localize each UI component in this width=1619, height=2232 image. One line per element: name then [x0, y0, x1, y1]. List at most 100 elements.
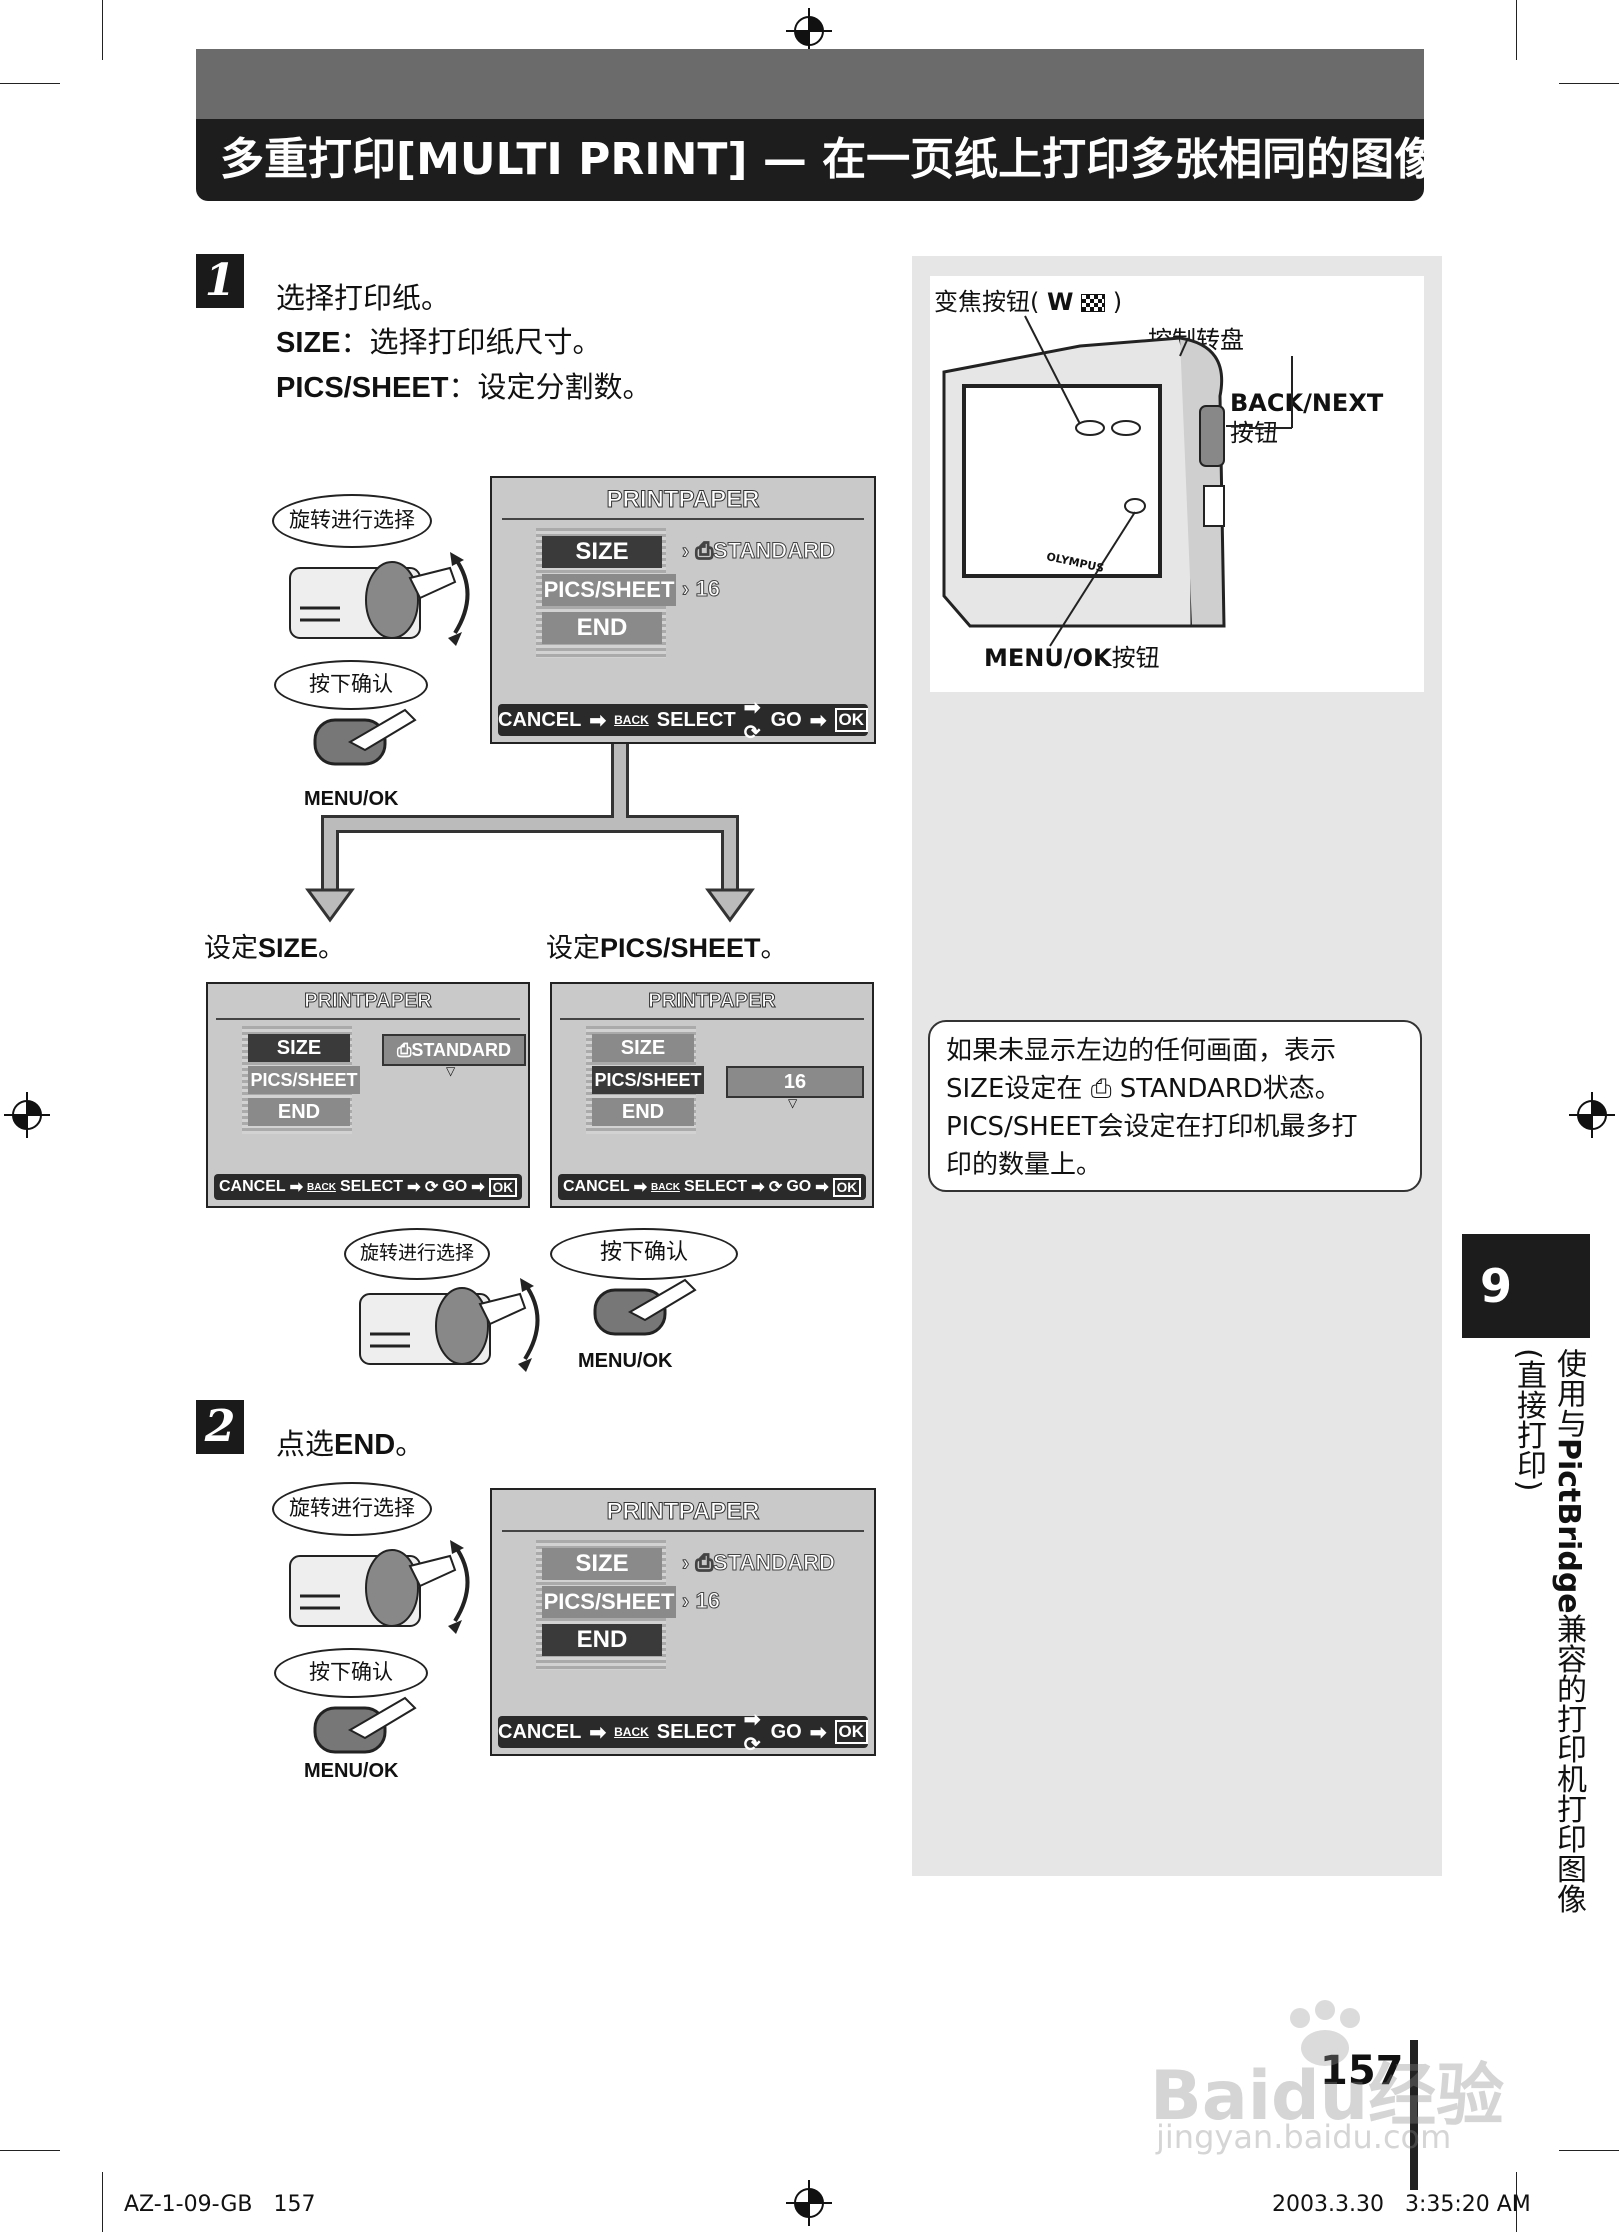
screen-title: PRINTPAPER: [606, 1498, 760, 1526]
footer-ok: OK: [834, 708, 868, 732]
press-bubble: 按下确认: [550, 1228, 738, 1280]
screen-divider: [216, 1018, 520, 1020]
rotate-bubble: 旋转进行选择: [272, 494, 432, 548]
registration-mark: [786, 8, 832, 54]
control-illustration: 旋转进行选择 按下确认 MENU/OK: [270, 1476, 480, 1806]
footer-select: SELECT: [339, 1178, 404, 1195]
footer-go: GO: [770, 708, 802, 731]
keyword: W: [1047, 288, 1074, 316]
text: SIZE设定在: [946, 1074, 1083, 1104]
step1-line: 选择打印纸。: [276, 281, 451, 315]
arrow-icon: ➡ ⟳: [743, 1709, 761, 1756]
text: 使用与: [1551, 1348, 1586, 1438]
crop-mark: [102, 0, 103, 60]
footer-cancel: CANCEL: [218, 1178, 286, 1195]
press-bubble: 按下确认: [274, 1648, 428, 1698]
menu-item-size: SIZE: [542, 536, 662, 568]
step-number: 2: [196, 1400, 244, 1454]
arrow-icon: ➡: [809, 1721, 827, 1744]
screen-divider: [502, 518, 864, 520]
note-line: SIZE设定在 ⎙ STANDARD状态。: [946, 1070, 1404, 1108]
chapter-tab: 9: [1462, 1234, 1590, 1338]
down-triangle-icon: ▽: [446, 1064, 456, 1078]
camera-icon: [942, 315, 1293, 647]
size-value: › ⎙STANDARD: [682, 1550, 836, 1576]
text: ：设定分割数。: [448, 370, 652, 404]
footer-select: SELECT: [656, 708, 736, 731]
text: ): [1112, 288, 1123, 316]
branch-label-size: 设定SIZE。: [204, 926, 345, 971]
screen-footer: CANCEL➡ BACK SELECT➡ ⟳ GO➡ OK: [214, 1174, 522, 1200]
screen-footer: CANCEL➡ BACK SELECT➡ ⟳ GO➡ OK: [498, 697, 868, 744]
pics-value: › 16: [682, 1588, 721, 1614]
screen-divider: [502, 1530, 864, 1532]
menu-item-size: SIZE: [592, 1034, 694, 1062]
menu-ok-caption: MENU/OK: [304, 1760, 399, 1782]
menu-ok-caption: MENU/OK: [304, 788, 399, 810]
menu-item-end: END: [542, 1624, 662, 1656]
text: 。: [318, 933, 346, 964]
arrow-icon: ➡ ⟳: [743, 697, 761, 744]
footer-ok: OK: [488, 1177, 518, 1197]
text: 设定: [204, 933, 258, 964]
footer-go: GO: [770, 1720, 802, 1743]
text: STANDARD状态。: [1119, 1074, 1341, 1104]
keyword: PICS/SHEET: [276, 372, 449, 404]
arrow-icon: ➡: [589, 1721, 607, 1744]
press-bubble: 按下确认: [274, 660, 428, 710]
screen-footer: CANCEL➡ BACK SELECT➡ ⟳ GO➡ OK: [498, 1709, 868, 1756]
pics-value: › 16: [682, 576, 721, 602]
footer-cancel: CANCEL: [498, 708, 582, 731]
footer-back: BACK: [614, 1725, 649, 1739]
footer-left: AZ-1-09-GB 157: [124, 2192, 316, 2217]
screen-title: PRINTPAPER: [606, 486, 760, 514]
arrow-icon: ➡: [289, 1179, 304, 1196]
text: 兼容的打印机打印图像: [1551, 1613, 1586, 1914]
checker-icon: [1081, 294, 1106, 312]
header-band: [196, 49, 1424, 119]
text: 按钮: [1230, 419, 1278, 447]
keyword: PICS/SHEET: [600, 933, 761, 963]
text: 点选: [276, 1427, 335, 1461]
step1-instructions: 选择打印纸。 SIZE：选择打印纸尺寸。 PICS/SHEET：设定分割数。: [276, 276, 876, 410]
arrow-icon: ➡ ⟳: [751, 1179, 783, 1196]
note-line: 如果未显示左边的任何画面，表示: [946, 1036, 1337, 1066]
pics-value-text: 16: [695, 1588, 721, 1614]
page-header: 多重打印[MULTI PRINT] — 在一页纸上打印多张相同的图像: [196, 49, 1424, 201]
screen-footer: CANCEL➡ BACK SELECT➡ ⟳ GO➡ OK: [558, 1174, 866, 1200]
footer-go: GO: [442, 1178, 468, 1195]
size-value-text: STANDARD: [713, 1550, 836, 1576]
keyword: SIZE: [258, 933, 319, 963]
printpaper-screen-pics: PRINTPAPER SIZE PICS/SHEET END 16 ▽ CANC…: [550, 982, 874, 1208]
page-number: 157: [1320, 2048, 1404, 2094]
size-value-box: ⎙STANDARD: [382, 1034, 526, 1066]
text: 。: [760, 933, 788, 964]
footer-select: SELECT: [656, 1720, 736, 1743]
note-box: 如果未显示左边的任何画面，表示 SIZE设定在 ⎙ STANDARD状态。 PI…: [928, 1020, 1422, 1192]
page-number-bar: [1410, 2040, 1418, 2190]
footer-select: SELECT: [683, 1178, 748, 1195]
step-number: 1: [196, 254, 244, 308]
keyword: PictBridge: [1551, 1438, 1586, 1614]
text: ：选择打印纸尺寸。: [340, 325, 602, 359]
chapter-title: 使用与PictBridge兼容的打印机打印图像 (直接打印): [1448, 1348, 1588, 1948]
menuok-label: MENU/OK按钮: [984, 638, 1160, 673]
footer-go: GO: [786, 1178, 812, 1195]
size-value: › ⎙STANDARD: [682, 538, 836, 564]
text: 设定: [546, 933, 600, 964]
keyword: MENU/OK: [984, 644, 1112, 672]
camera-diagram: 变焦按钮( W ) 控制转盘 BACK/NEXT 按钮 MENU/OK按钮 OL…: [930, 276, 1424, 692]
menu-item-pics-sheet: PICS/SHEET: [542, 574, 676, 606]
footer-ok: OK: [832, 1177, 862, 1197]
step2-instructions: 点选END。: [276, 1422, 424, 1467]
menu-item-end: END: [542, 612, 662, 644]
step1-line: PICS/SHEET：设定分割数。: [276, 365, 876, 410]
paw-icon: [1290, 2000, 1360, 2066]
footer-ok: OK: [834, 1720, 868, 1744]
menu-item-pics-sheet: PICS/SHEET: [592, 1066, 704, 1094]
screen-divider: [560, 1018, 864, 1020]
footer-back: BACK: [651, 1181, 680, 1193]
crop-mark: [0, 83, 60, 84]
keyword: END: [334, 1429, 396, 1461]
watermark: Baidu经验 jingyan.baidu.com: [1150, 2000, 1530, 2160]
